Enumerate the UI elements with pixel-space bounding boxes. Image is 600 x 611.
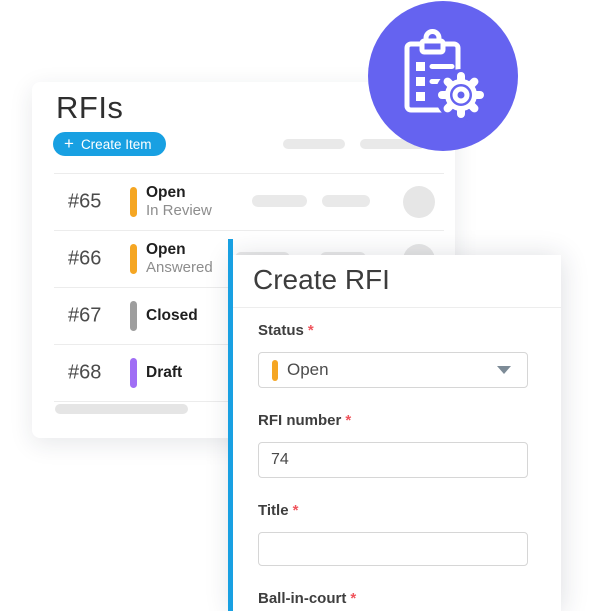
plus-icon: + — [64, 134, 74, 153]
required-asterisk: * — [307, 322, 314, 339]
rfi-number: #65 — [68, 190, 102, 213]
field-status: Status* Open — [258, 322, 528, 388]
title-label-text: Title — [258, 502, 289, 519]
header-placeholder-pill — [360, 139, 425, 149]
rfi-number-input[interactable] — [258, 442, 528, 478]
status-label: Open — [146, 241, 186, 258]
status-bar — [130, 301, 137, 331]
rfi-number: #66 — [68, 247, 102, 270]
rfis-page-title: RFIs — [56, 90, 124, 125]
create-rfi-title: Create RFI — [253, 264, 390, 295]
status-value-bar — [272, 359, 278, 381]
title-input[interactable] — [258, 532, 528, 566]
status-label-text: Status — [258, 322, 304, 339]
status-bar — [130, 187, 137, 217]
rfi-number-label-text: RFI number — [258, 412, 342, 429]
field-ball-in-court: Ball-in-court* — [258, 590, 528, 608]
field-title: Title* — [258, 502, 528, 566]
status-select[interactable]: Open — [258, 352, 528, 388]
status-field-label: Status* — [258, 322, 528, 340]
status-label: Draft — [146, 364, 183, 381]
clipboard-gear-icon — [368, 1, 518, 151]
status-select-value: Open — [287, 360, 329, 379]
create-item-button[interactable]: + Create Item — [53, 132, 167, 156]
required-asterisk: * — [350, 590, 357, 607]
create-rfi-form: Status* Open RFI number* — [233, 308, 561, 608]
rfi-number-field-label: RFI number* — [258, 412, 528, 430]
rfi-row-65[interactable]: #65 Open In Review — [54, 174, 444, 231]
rfi-row-68[interactable]: #68 Draft — [54, 345, 444, 401]
status-label: Closed — [146, 307, 198, 324]
avatar-placeholder — [403, 186, 435, 218]
rfi-number: #68 — [68, 361, 102, 384]
status-bar — [130, 358, 137, 388]
header-placeholder-pill — [283, 139, 345, 149]
required-asterisk: * — [345, 412, 352, 429]
create-rfi-panel: Create RFI Status* Open RFI number* — [228, 239, 561, 611]
create-rfi-header: Create RFI — [233, 255, 561, 308]
accent-edge — [228, 239, 233, 611]
footer-placeholder-pill — [55, 404, 188, 414]
row-placeholder-pill — [322, 195, 370, 207]
create-rfi-card: Create RFI Status* Open RFI number* — [233, 255, 561, 611]
rfi-number: #67 — [68, 304, 102, 327]
row-placeholder-pill — [252, 195, 307, 207]
rfi-feature-badge — [368, 1, 518, 151]
substatus-label: Answered — [146, 259, 213, 276]
ball-in-court-label-text: Ball-in-court — [258, 590, 347, 607]
title-field-label: Title* — [258, 502, 528, 520]
field-rfi-number: RFI number* — [258, 412, 528, 478]
create-item-label: Create Item — [80, 136, 152, 152]
chevron-down-icon — [497, 366, 511, 374]
substatus-label: In Review — [146, 202, 212, 219]
ball-in-court-field-label: Ball-in-court* — [258, 590, 528, 608]
status-bar — [130, 244, 137, 274]
required-asterisk: * — [292, 502, 299, 519]
status-label: Open — [146, 184, 186, 201]
